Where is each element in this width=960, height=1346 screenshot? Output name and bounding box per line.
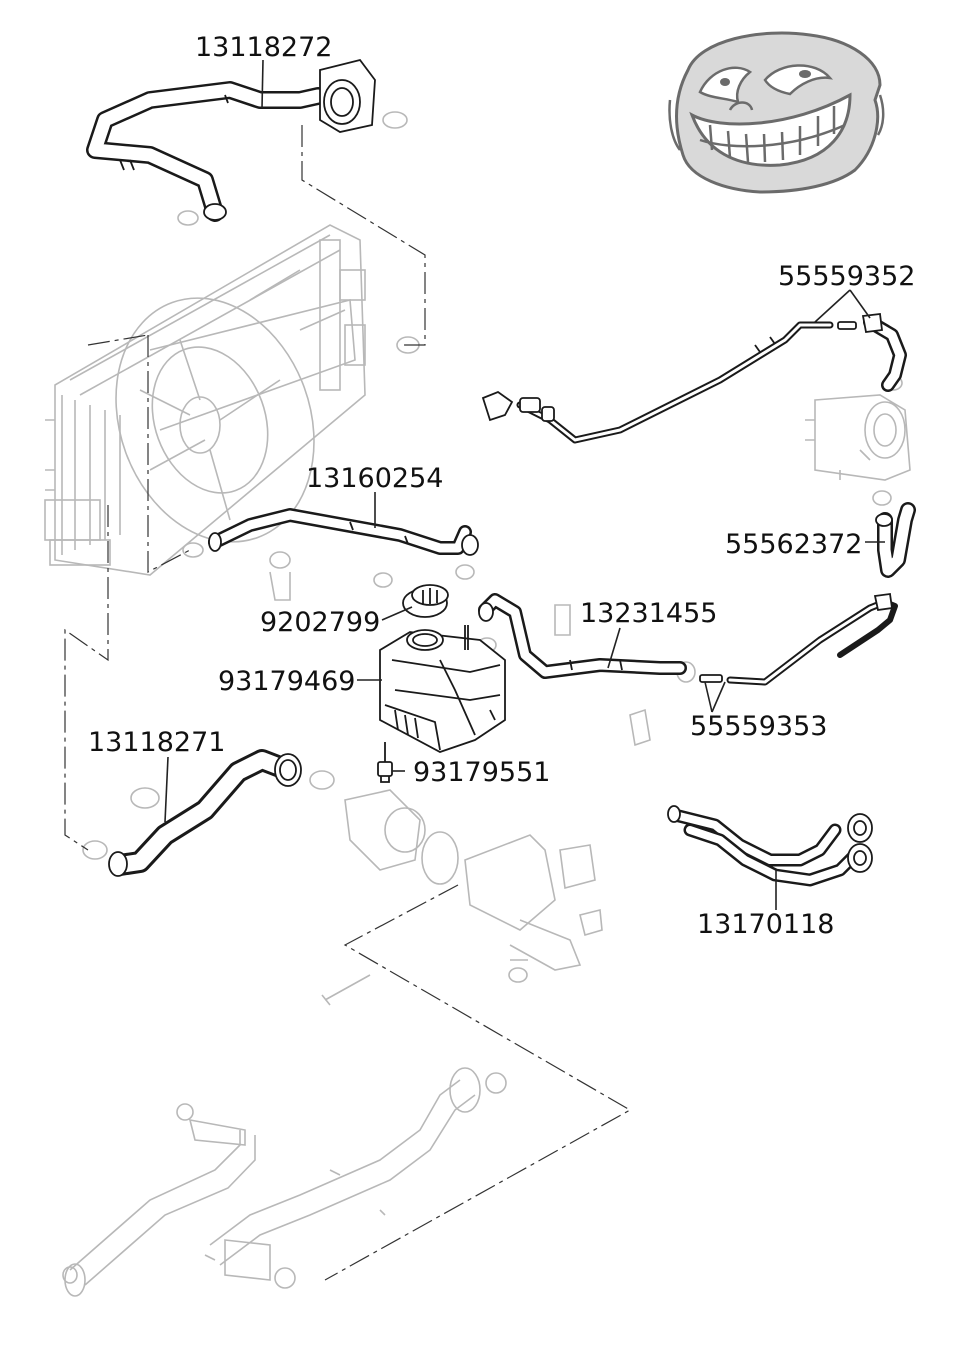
label-55562372: 55562372 xyxy=(725,529,862,560)
part-labels: 13118272 55559352 13160254 55562372 9202… xyxy=(88,32,915,940)
expansion-tank-cap xyxy=(402,584,449,618)
label-13118272: 13118272 xyxy=(195,32,332,63)
label-13231455: 13231455 xyxy=(580,598,717,629)
expansion-tank xyxy=(379,625,506,753)
pipe-assembly xyxy=(62,1067,507,1297)
tank-sensor xyxy=(377,742,393,783)
label-93179551: 93179551 xyxy=(413,757,550,788)
label-55559352: 55559352 xyxy=(778,261,915,292)
radiator-to-tank-hose xyxy=(208,508,479,556)
vent-hose-throttle xyxy=(481,313,907,444)
heater-hose xyxy=(667,805,873,887)
lower-radiator-hose xyxy=(108,749,302,877)
vent-hose-tank xyxy=(699,592,898,686)
upper-radiator-hose xyxy=(86,58,376,222)
leader-lines xyxy=(164,59,885,910)
label-13170118: 13170118 xyxy=(697,909,834,940)
label-13160254: 13160254 xyxy=(306,463,443,494)
assembly-dash-lines xyxy=(64,125,632,1281)
label-93179469: 93179469 xyxy=(218,666,355,697)
label-13118271: 13118271 xyxy=(88,727,225,758)
throttle-body-hose xyxy=(875,502,916,578)
label-9202799: 9202799 xyxy=(260,607,380,638)
trollface-icon xyxy=(668,31,885,194)
thermostat-housing xyxy=(321,789,603,1006)
throttle-body xyxy=(805,394,911,481)
tank-outlet-hose xyxy=(478,593,687,679)
label-55559353: 55559353 xyxy=(690,711,827,742)
radiator-fan-assembly xyxy=(44,224,366,576)
